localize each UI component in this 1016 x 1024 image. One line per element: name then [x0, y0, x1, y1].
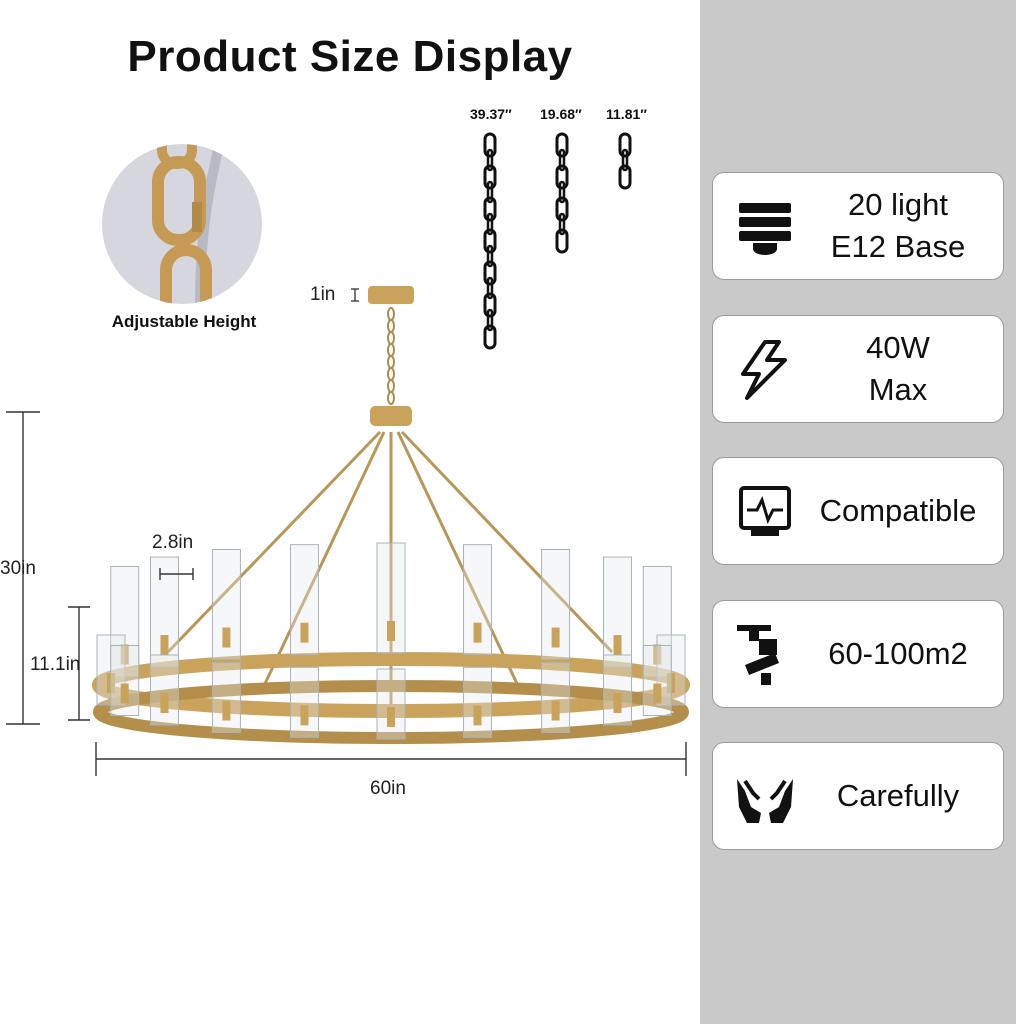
canopy-height-label: 1in — [310, 284, 336, 305]
chain-link — [555, 228, 569, 254]
diameter-label: 60in — [370, 778, 406, 799]
chain-link — [483, 196, 497, 222]
glass-shade — [541, 662, 571, 734]
feature-text-1: 40W — [866, 330, 930, 365]
feature-text-2: Max — [868, 372, 928, 407]
glass-shade — [289, 666, 319, 738]
chain-link — [555, 132, 569, 158]
bulb-base-icon — [739, 203, 791, 255]
chain-link — [483, 292, 497, 318]
glass-shade — [463, 666, 493, 738]
feature-text-1: Compatible — [819, 493, 977, 528]
chain-link — [618, 164, 632, 190]
glass-shade — [149, 654, 179, 726]
chain-link — [483, 132, 497, 158]
feature-text-1: 20 light — [848, 187, 948, 222]
hands-care-icon — [737, 779, 793, 823]
feature-card-wattage: 40W Max — [712, 315, 1004, 423]
chain-link-connector — [486, 308, 494, 332]
hanging-chain — [387, 307, 395, 405]
chain-label-long: 39.37″ — [470, 106, 512, 122]
candle-socket — [551, 627, 560, 648]
chain-link — [483, 164, 497, 190]
candle-socket — [387, 621, 395, 641]
chain-link-connector — [486, 276, 494, 300]
monitor-pulse-icon — [739, 486, 791, 536]
lightning-icon — [741, 340, 787, 400]
candle-socket — [160, 692, 169, 713]
candle-socket — [473, 705, 482, 726]
chain-link-connector — [486, 148, 494, 172]
feature-card-compatible: Compatible — [712, 457, 1004, 565]
feature-text-2: E12 Base — [830, 229, 966, 264]
candle-socket — [473, 622, 482, 643]
chain-link-connector — [486, 212, 494, 236]
glass-shade — [463, 544, 493, 656]
chain-link — [618, 132, 632, 158]
chain-link — [555, 164, 569, 190]
candle-socket — [300, 622, 309, 643]
chain-link-connector — [486, 244, 494, 268]
chain-closeup-image — [102, 144, 262, 304]
candle-socket — [300, 705, 309, 726]
chain-link — [483, 260, 497, 286]
chain-label-medium: 19.68″ — [540, 106, 582, 122]
chain-link — [483, 324, 497, 350]
shade-width-label: 2.8in — [152, 532, 194, 553]
candle-socket — [222, 627, 231, 648]
chain-link-connector — [621, 148, 629, 172]
ring-bottom — [93, 680, 689, 744]
chain-lengths-graphic — [483, 132, 632, 350]
adjustable-height-label: Adjustable Height — [111, 312, 257, 331]
candle-socket — [387, 707, 395, 727]
candle-socket — [120, 683, 129, 704]
candle-socket — [653, 683, 662, 704]
chain-link — [555, 196, 569, 222]
chain-label-short: 11.81″ — [606, 106, 647, 122]
chain-link-connector — [558, 148, 566, 172]
hub — [370, 406, 412, 426]
candle-socket — [613, 692, 622, 713]
feature-card-care: Carefully — [712, 742, 1004, 850]
chandelier-drawing — [6, 286, 690, 776]
chain-link — [483, 228, 497, 254]
chain-link-connector — [558, 180, 566, 204]
feature-text-1: Carefully — [836, 778, 960, 813]
glass-shade — [642, 645, 672, 717]
candle-socket — [613, 635, 622, 656]
feature-card-area: 60-100m2 — [712, 600, 1004, 708]
glass-shade — [603, 654, 633, 726]
canopy — [368, 286, 414, 304]
ceiling-mount-icon — [737, 625, 779, 685]
total-height-label: 30in — [0, 558, 36, 579]
page-title: Product Size Display — [127, 32, 573, 81]
candle-socket — [160, 635, 169, 656]
glass-shade — [110, 645, 140, 717]
body-height-label: 11.1in — [30, 654, 81, 675]
glass-shade — [211, 662, 241, 734]
glass-shade — [289, 544, 319, 656]
glass-shade — [376, 668, 406, 740]
feature-text-1: 60-100m2 — [828, 636, 968, 671]
chain-link-connector — [558, 212, 566, 236]
candle-socket — [222, 700, 231, 721]
chain-link-connector — [486, 180, 494, 204]
candle-socket — [551, 700, 560, 721]
